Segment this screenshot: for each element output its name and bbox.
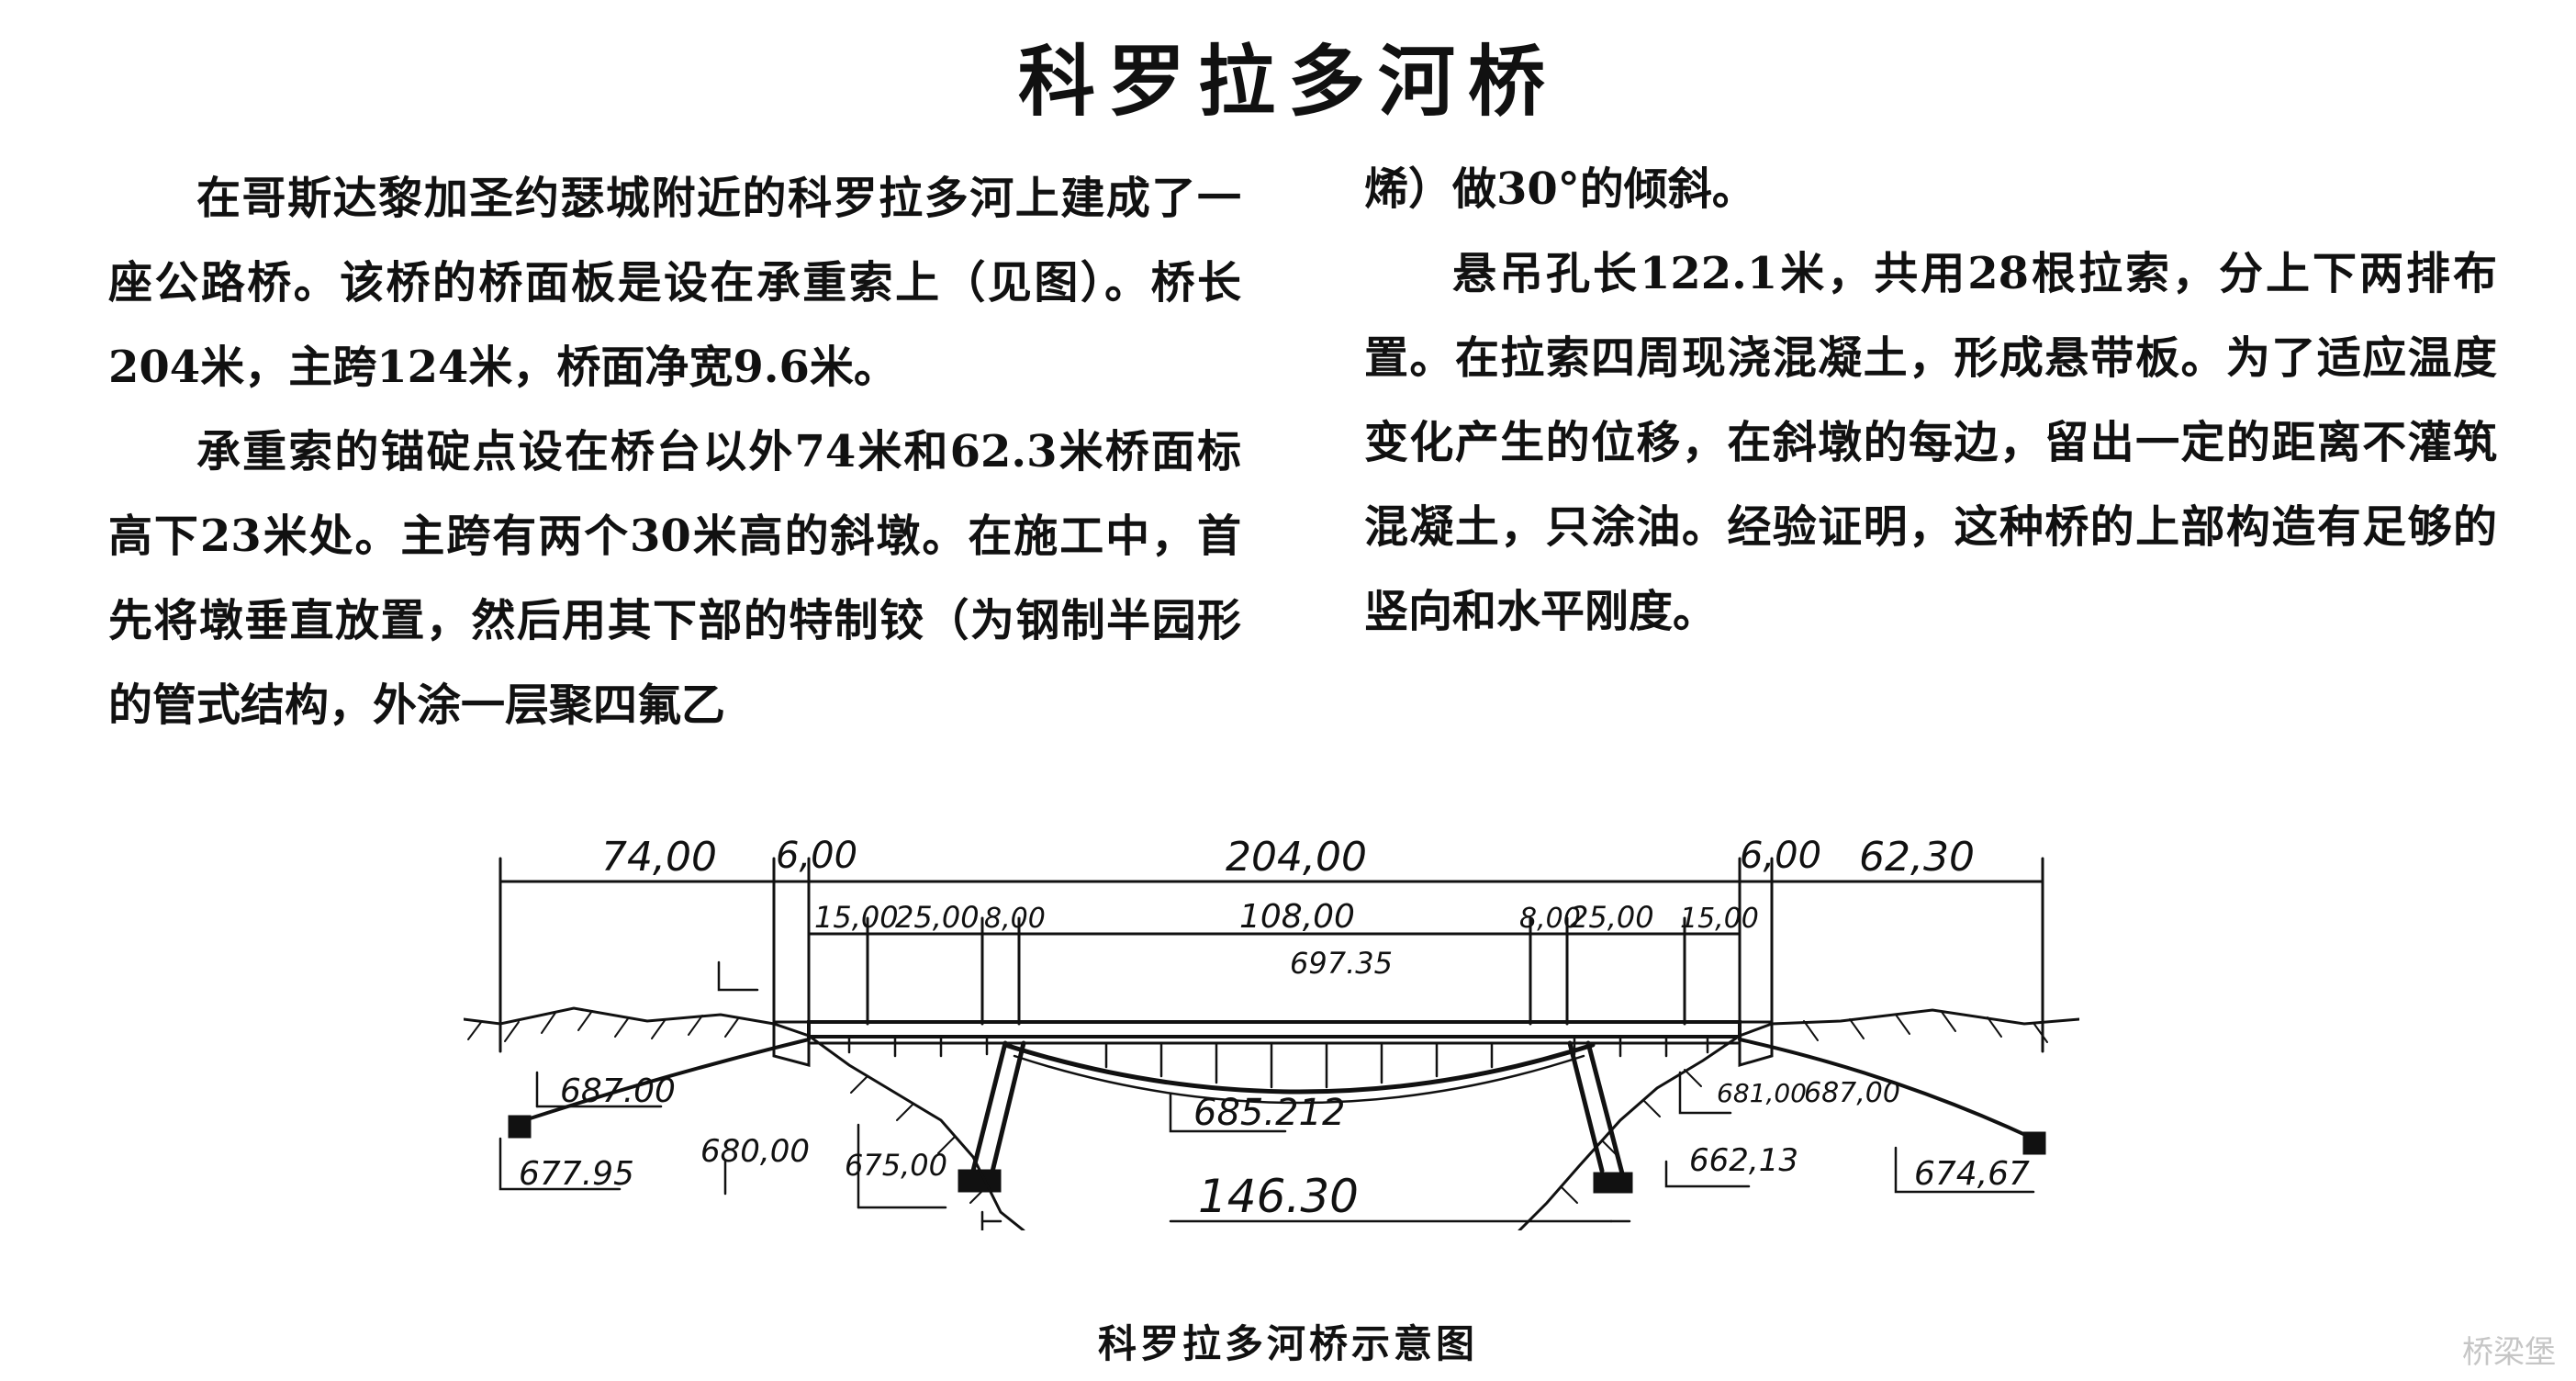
inclined-pier-left (970, 1040, 1026, 1178)
watermark-logo: 桥梁堡 (2462, 1334, 2556, 1371)
dim-span-3: 8,00 (984, 903, 1046, 935)
elev-right-ground: 687,00 (1804, 1077, 1900, 1109)
dim-span-4: 8,00 (1519, 903, 1581, 935)
elev-sag: 685.212 (1193, 1092, 1345, 1134)
text-column-left: 在哥斯达黎加圣约瑟城附近的科罗拉多河上建成了一座公路桥。该桥的桥面板是设在承重索… (108, 156, 1241, 747)
pier-foundation-left (958, 1169, 1002, 1193)
paragraph: 烯）做30°的倾斜。 (1364, 163, 1756, 215)
dim-span-146: 146.30 (1198, 1170, 1359, 1223)
anchor-cable-right (1738, 1038, 2035, 1140)
pier-foundation-right (1593, 1172, 1633, 1194)
text-column-right: 烯）做30°的倾斜。 悬吊孔长122.1米，共用28根拉索，分上下两排布置。在拉… (1364, 147, 2497, 654)
dim-right-abutment: 6,00 (1740, 835, 1821, 877)
page-title: 科罗拉多河桥 (1017, 36, 1558, 127)
elev-right-pier-base: 681,00 (1717, 1078, 1807, 1108)
deck-hangers (847, 1035, 1709, 1089)
dim-left-abutment: 6,00 (776, 835, 857, 877)
header-fragment: · · · · · · · · · · · · · · (108, 0, 632, 7)
anchor-block-left (508, 1115, 532, 1139)
dim-span-6: 15,00 (1680, 903, 1759, 935)
dim-span-1: 15,00 (814, 900, 899, 935)
dim-main-span: 108,00 (1239, 898, 1355, 936)
elev-deck: 697.35 (1290, 946, 1393, 981)
dim-span-2: 25,00 (895, 900, 980, 935)
anchor-cable-left (517, 1038, 811, 1124)
bridge-drawing: 74,00 6,00 204,00 6,00 62,30 15,00 25,00… (462, 834, 2081, 1232)
suspension-cable-main (1002, 1042, 1596, 1095)
elev-left-anchor: 677.95 (519, 1155, 634, 1193)
anchor-block-right (2022, 1131, 2046, 1155)
terrain-hatching (467, 1010, 2048, 1204)
elev-right-footing: 662,13 (1689, 1142, 1798, 1179)
dim-span-5: 25,00 (1570, 900, 1654, 935)
elev-left-footing: 675,00 (845, 1148, 947, 1183)
dim-total-length: 204,00 (1226, 834, 1367, 881)
inclined-pier-right (1567, 1040, 1625, 1176)
paragraph: 在哥斯达黎加圣约瑟城附近的科罗拉多河上建成了一座公路桥。该桥的桥面板是设在承重索… (108, 173, 1241, 393)
bridge-deck (807, 1020, 1742, 1039)
paragraph: 悬吊孔长122.1米，共用28根拉索，分上下两排布置。在拉索四周现浇混凝土，形成… (1364, 248, 2497, 637)
elevation-leaders (498, 960, 2035, 1232)
elev-left-ground: 687.00 (560, 1072, 676, 1110)
abutment-left (772, 1020, 811, 1067)
dim-right-anchor: 62,30 (1859, 834, 1975, 881)
terrain-right (1518, 1008, 2081, 1232)
elev-right-anchor: 674,67 (1914, 1155, 2030, 1193)
paragraph: 承重索的锚碇点设在桥台以外74米和62.3米桥面标高下23米处。主跨有两个30米… (108, 426, 1241, 731)
bridge-diagram: 74,00 6,00 204,00 6,00 62,30 15,00 25,00… (462, 826, 2081, 1232)
terrain-left (462, 1006, 1025, 1232)
figure-caption: 科罗拉多河桥示意图 (1097, 1321, 1478, 1366)
abutment-right (1738, 1020, 1774, 1067)
elev-left-pier-base: 680,00 (700, 1133, 810, 1170)
dim-left-anchor: 74,00 (601, 834, 717, 881)
